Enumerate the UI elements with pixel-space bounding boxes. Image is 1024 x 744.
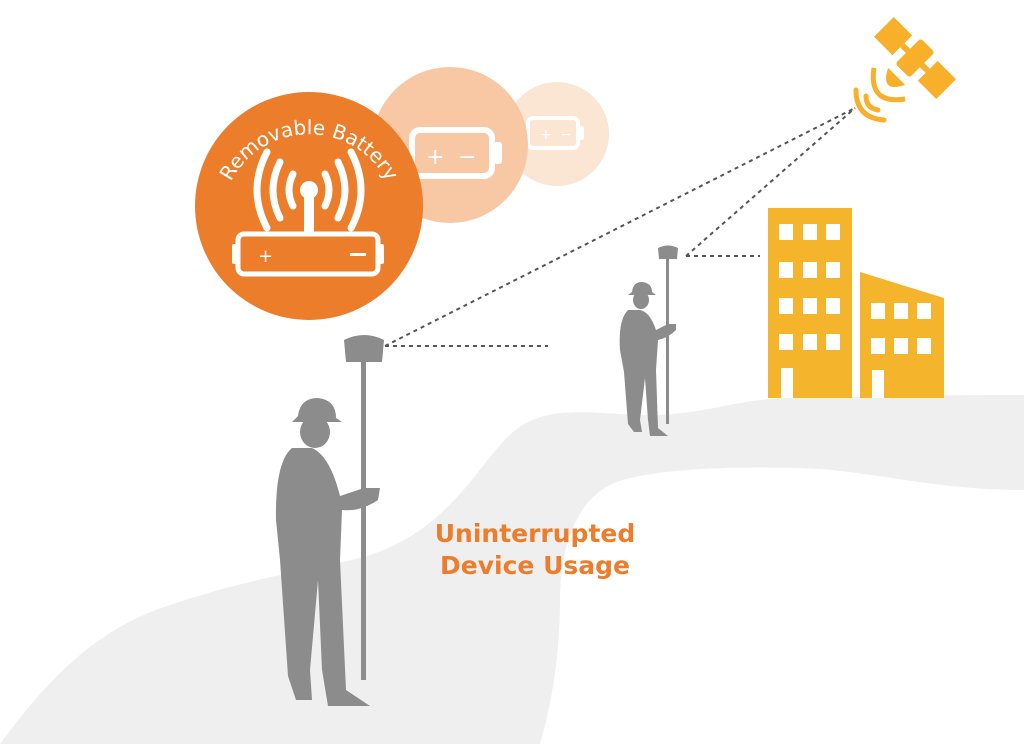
caption: Uninterrupted Device Usage xyxy=(400,518,670,582)
antenna-icon xyxy=(253,148,365,232)
hard-hat-icon xyxy=(628,282,656,295)
building-icon xyxy=(768,208,944,398)
battery-icon: + xyxy=(232,231,384,277)
svg-text:+: + xyxy=(540,127,552,143)
surveyor-near xyxy=(275,335,384,706)
surveyor-body xyxy=(619,310,676,436)
removable-battery-badge: Removable Battery + xyxy=(195,92,423,320)
hard-hat-icon xyxy=(292,398,342,422)
gnss-receiver-icon xyxy=(344,335,384,362)
svg-text:+: + xyxy=(258,246,273,267)
building-windows xyxy=(779,224,931,398)
svg-text:−: − xyxy=(560,127,572,143)
caption-line-2: Device Usage xyxy=(440,551,630,580)
surveyor-body xyxy=(275,448,380,706)
svg-text:−: − xyxy=(458,145,476,170)
survey-pole xyxy=(666,258,669,424)
signal-line-far-to-satellite xyxy=(685,107,856,257)
satellite-icon xyxy=(870,16,957,103)
satellite-signal-icon xyxy=(853,87,887,123)
survey-pole xyxy=(361,362,366,680)
battery-bubble-faint: + − xyxy=(505,82,609,186)
road xyxy=(0,395,1024,744)
caption-line-1: Uninterrupted xyxy=(434,519,636,548)
surveyor-far xyxy=(619,245,678,436)
gnss-receiver-icon xyxy=(658,245,678,259)
signal-lines xyxy=(384,107,856,347)
svg-text:+: + xyxy=(426,145,444,170)
